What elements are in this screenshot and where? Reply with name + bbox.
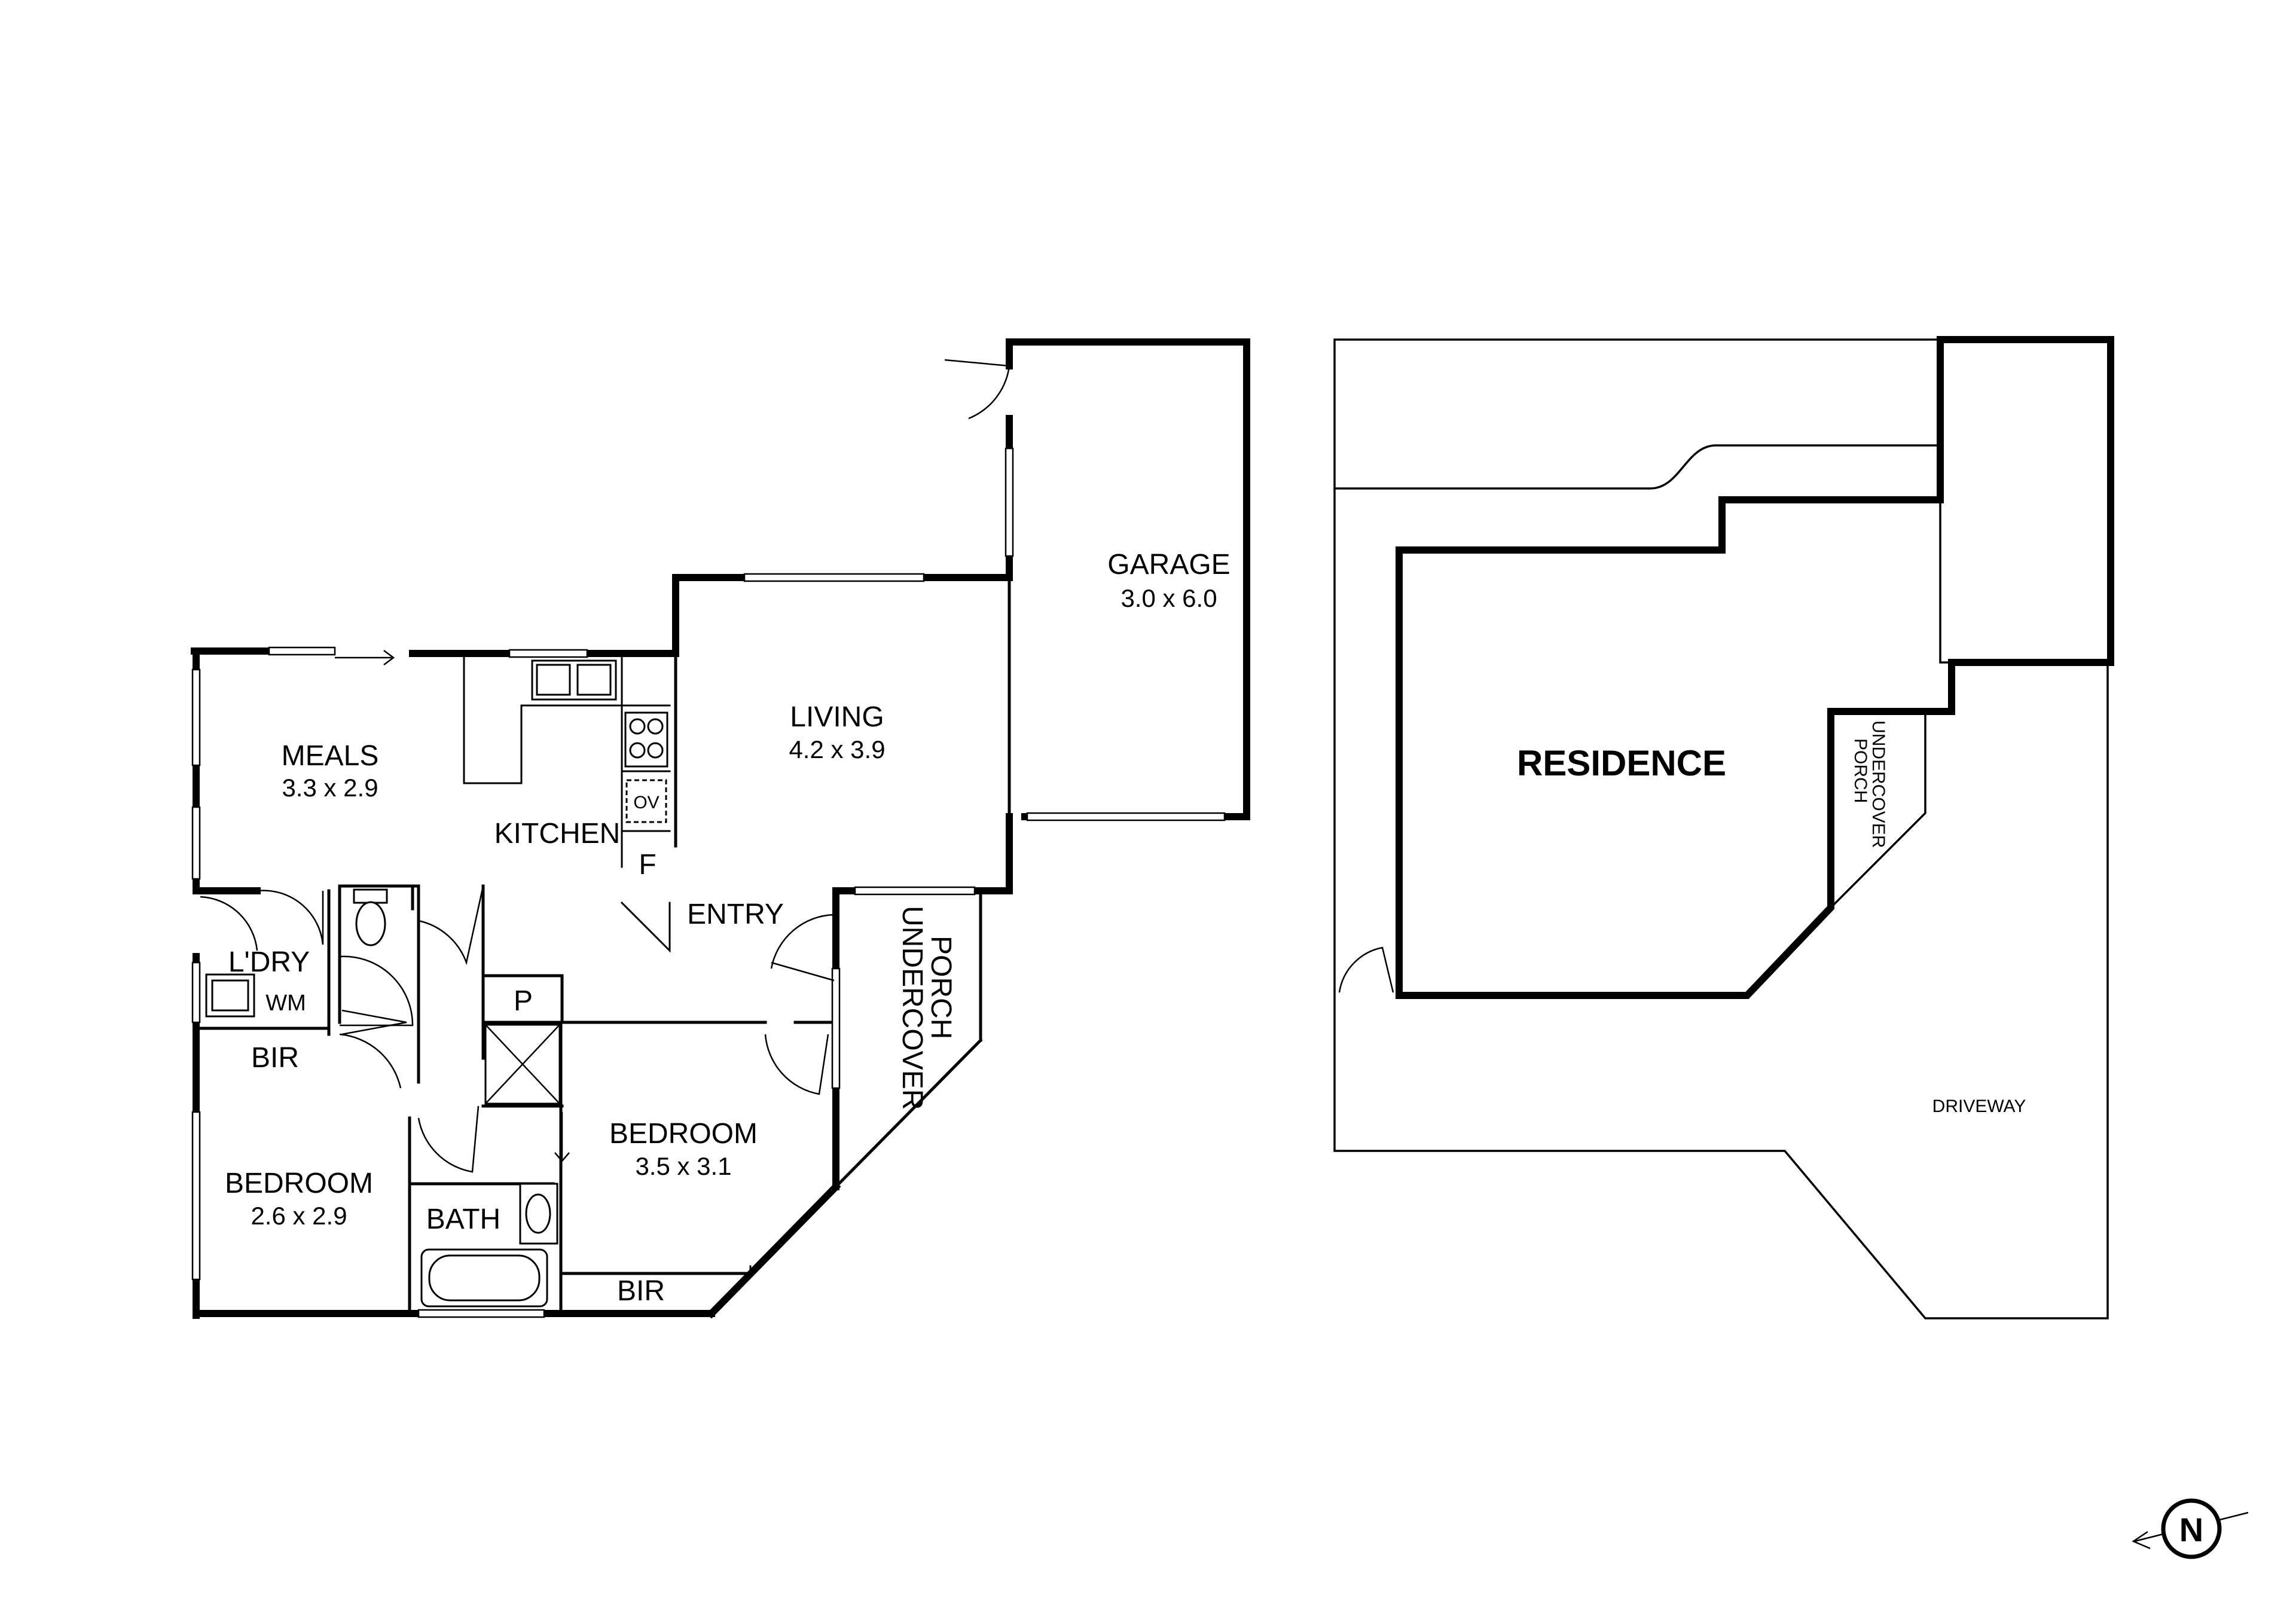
bedroom-bir-label: BIR [617,1275,665,1307]
living-label: LIVING [790,701,884,733]
bedroom-1-label: BEDROOM [609,1118,758,1150]
fixtures: OV [205,659,668,1308]
laundry-bir-label: BIR [251,1042,299,1074]
laundry-label: L'DRY [228,946,310,978]
bath-label: BATH [426,1203,500,1235]
site-porch-label-1: UNDERCOVER [1868,720,1888,848]
garage-size: 3.0 x 6.0 [1120,584,1217,612]
living-size: 4.2 x 3.9 [789,735,885,763]
meals-label: MEALS [282,740,379,772]
door-swings [200,359,1010,1173]
kitchen-label: KITCHEN [494,818,621,850]
oven-label: OV [633,793,659,812]
garage-label: GARAGE [1107,549,1230,581]
bedroom-1-size: 3.5 x 3.1 [635,1152,731,1180]
room-labels: GARAGE 3.0 x 6.0 LIVING 4.2 x 3.9 MEALS … [225,549,1231,1307]
undercover-porch-label-2: PORCH [925,936,957,1039]
bedroom-2-size: 2.6 x 2.9 [251,1202,347,1230]
undercover-porch-label-1: UNDERCOVER [896,906,928,1110]
site-plan: RESIDENCE UNDERCOVER PORCH DRIVEWAY [1333,336,2114,1319]
bedroom-2-label: BEDROOM [225,1168,373,1199]
windows [191,447,1226,1318]
compass-ring-icon [2161,1498,2222,1559]
entry-label: ENTRY [687,899,784,930]
washing-machine-label: WM [265,991,306,1016]
site-porch-label-2: PORCH [1851,738,1870,803]
compass-north-label: N [2179,1511,2203,1548]
pantry-label: P [514,985,533,1017]
driveway-label: DRIVEWAY [1932,1096,2026,1116]
meals-size: 3.3 x 2.9 [282,774,378,802]
residence-label: RESIDENCE [1517,743,1726,783]
north-compass: N [2132,1498,2249,1559]
fridge-label: F [639,849,656,881]
